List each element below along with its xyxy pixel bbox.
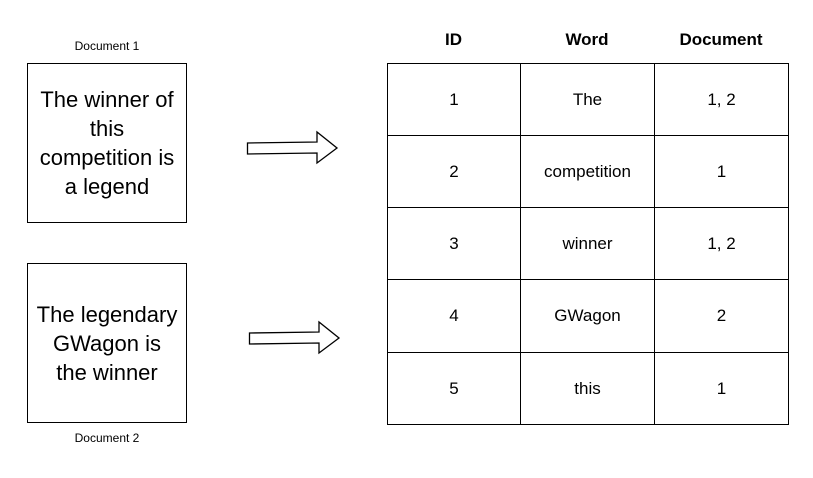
cell-id: 4 xyxy=(387,279,521,353)
cell-id: 5 xyxy=(387,352,521,425)
cell-id: 2 xyxy=(387,135,521,208)
cell-id: 3 xyxy=(387,207,521,280)
right-arrow-icon xyxy=(248,320,341,355)
cell-document: 1 xyxy=(654,135,789,208)
document-1-text: The winner of this competition is a lege… xyxy=(39,87,175,199)
cell-word: GWagon xyxy=(520,279,655,353)
cell-id: 1 xyxy=(387,63,521,136)
cell-word: this xyxy=(520,352,655,425)
table-row: 2 competition 1 xyxy=(387,135,789,208)
cell-word: The xyxy=(520,63,655,136)
cell-word: winner xyxy=(520,207,655,280)
table-row: 3 winner 1, 2 xyxy=(387,207,789,280)
document-1-label: Document 1 xyxy=(74,39,140,53)
document-2-text: The legendary GWagon is the winner xyxy=(36,301,178,385)
table-row: 4 GWagon 2 xyxy=(387,279,789,353)
inverted-index-table: 1 The 1, 2 2 competition 1 3 winner 1, 2… xyxy=(387,63,789,425)
cell-document: 1 xyxy=(654,352,789,425)
column-header-document: Document xyxy=(679,30,763,49)
column-header-word: Word xyxy=(565,30,609,49)
table-row: 1 The 1, 2 xyxy=(387,63,789,136)
table-row: 5 this 1 xyxy=(387,352,789,425)
cell-document: 1, 2 xyxy=(654,63,789,136)
document-1-box: The winner of this competition is a lege… xyxy=(27,63,187,223)
cell-document: 2 xyxy=(654,279,789,353)
column-header-id: ID xyxy=(445,30,462,49)
right-arrow-icon xyxy=(246,130,339,165)
cell-document: 1, 2 xyxy=(654,207,789,280)
document-2-box: The legendary GWagon is the winner xyxy=(27,263,187,423)
cell-word: competition xyxy=(520,135,655,208)
document-2-label: Document 2 xyxy=(74,431,140,445)
